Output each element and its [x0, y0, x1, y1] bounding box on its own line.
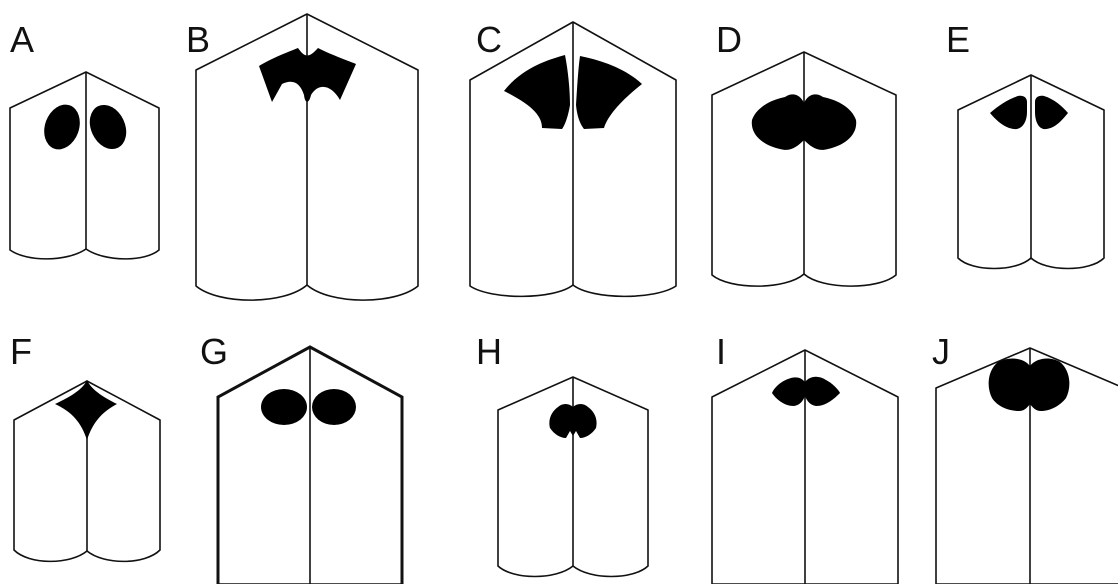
panel-j: J [932, 331, 1118, 584]
panel-label-j: J [932, 331, 950, 372]
panel-e: E [946, 19, 1105, 270]
lesion-c [504, 55, 642, 129]
lesion-f [55, 380, 117, 440]
panel-i: I [711, 331, 899, 584]
lesion-g [261, 389, 356, 425]
panel-a: A [9, 19, 160, 260]
panel-c: C [469, 19, 677, 298]
lesion-j [988, 358, 1070, 411]
panel-label-e: E [946, 19, 970, 60]
panel-b: B [186, 13, 419, 301]
lesion-b [259, 48, 356, 102]
panel-label-d: D [716, 19, 742, 60]
lesion-d [751, 94, 857, 150]
panel-label-a: A [10, 19, 34, 60]
lesion-i [772, 376, 840, 406]
panel-label-g: G [200, 331, 228, 372]
panel-label-h: H [476, 331, 502, 372]
lesion-e [990, 95, 1068, 130]
panel-label-c: C [476, 19, 502, 60]
panel-g: G [200, 331, 404, 584]
section-outline-a [9, 71, 160, 260]
panel-label-f: F [10, 331, 32, 372]
lesion-h [549, 404, 597, 438]
panel-f: F [10, 331, 161, 563]
panel-label-b: B [186, 19, 210, 60]
section-outline-j [935, 347, 1118, 584]
panel-d: D [711, 19, 897, 287]
panel-label-i: I [716, 331, 726, 372]
panel-h: H [476, 331, 649, 578]
lesion-a [44, 104, 127, 150]
